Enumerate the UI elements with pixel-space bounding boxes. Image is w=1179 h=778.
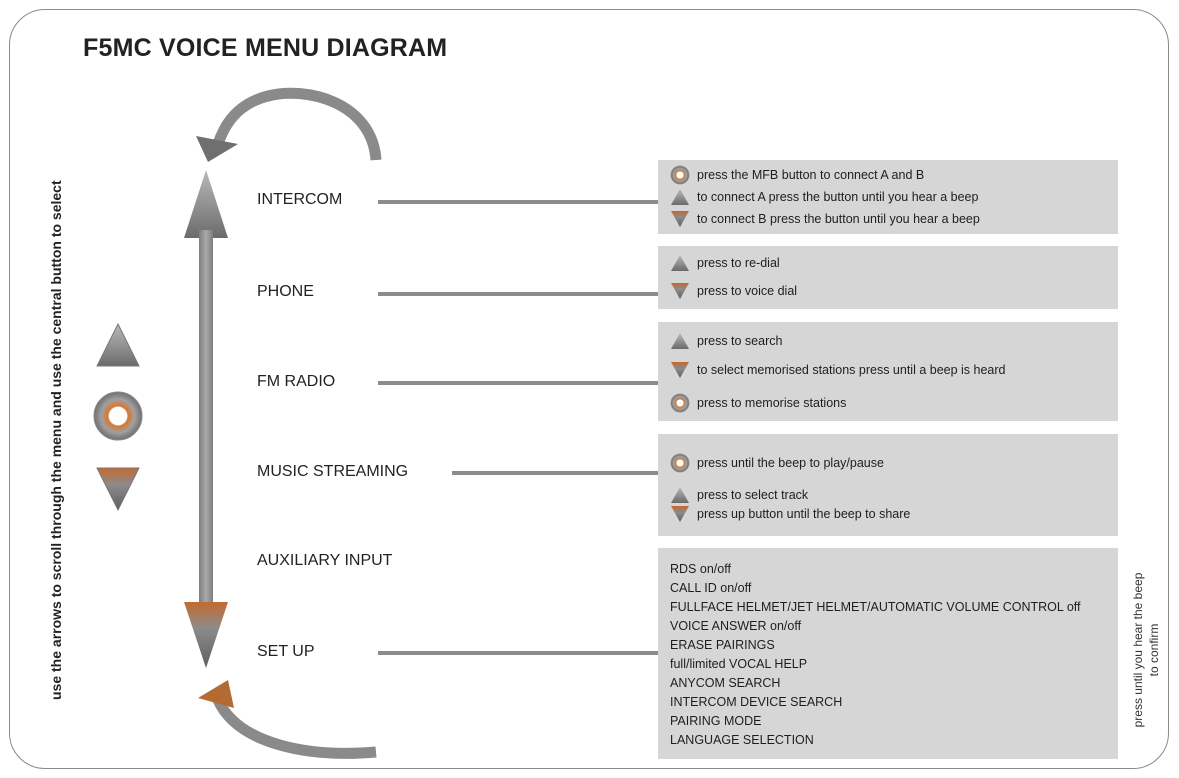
music-row-3-text: press up button until the beep to share (697, 507, 911, 521)
confirm-instruction-line-1: press until you hear the beep (1131, 572, 1145, 728)
intercom-row-2-text: to connect A press the button until you … (697, 190, 979, 204)
up-arrow-icon (670, 485, 692, 505)
fm-row-2-text: to select memorised stations press until… (697, 363, 1006, 377)
fm-row-1: press to search (670, 331, 782, 351)
setup-option: full/limited VOCAL HELP (670, 657, 808, 671)
menu-item-intercom: INTERCOM (257, 191, 343, 208)
setup-option: ERASE PAIRINGS (670, 638, 775, 652)
scroll-select-instruction: use the arrows to scroll through the men… (48, 180, 64, 700)
connector-phone (378, 292, 658, 296)
menu-scroll-arrow (182, 170, 230, 670)
up-arrow-icon (670, 187, 692, 207)
setup-option: INTERCOM DEVICE SEARCH (670, 695, 843, 709)
intercom-row-3-text: to connect B press the button until you … (697, 212, 980, 226)
curved-arrow-bottom-icon (188, 670, 388, 760)
music-streaming-instructions-box: press until the beep to play/pause press… (658, 434, 1118, 536)
down-arrow-icon (670, 504, 692, 524)
setup-option: VOICE ANSWER on/off (670, 619, 802, 633)
intercom-row-3: to connect B press the button until you … (670, 209, 980, 229)
circle-button-icon (670, 165, 692, 185)
music-row-2-text: press to select track (697, 488, 809, 502)
fm-row-3: press to memorise stations (670, 393, 846, 413)
fm-radio-instructions-box: press to search to select memorised stat… (658, 322, 1118, 421)
setup-option: FULLFACE HELMET/JET HELMET/AUTOMATIC VOL… (670, 600, 1081, 614)
up-arrow-icon (670, 253, 692, 273)
music-row-1-text: press until the beep to play/pause (697, 456, 884, 470)
confirm-instruction-line-2: to confirm (1147, 623, 1161, 677)
menu-item-auxiliary-input: AUXILIARY INPUT (257, 552, 393, 569)
legend-down-arrow-icon (95, 466, 141, 512)
down-arrow-icon (670, 281, 692, 301)
connector-set-up (378, 651, 658, 655)
intercom-instructions-box: press the MFB button to connect A and B … (658, 160, 1118, 234)
music-row-3: press up button until the beep to share (670, 504, 910, 524)
circle-button-icon (670, 453, 692, 473)
diagram-frame (9, 9, 1169, 769)
legend-circle-button-icon (92, 390, 144, 442)
setup-option: CALL ID on/off (670, 581, 752, 595)
setup-option: ANYCOM SEARCH (670, 676, 781, 690)
setup-options-box: RDS on/off CALL ID on/off FULLFACE HELME… (658, 548, 1118, 759)
setup-option: LANGUAGE SELECTION (670, 733, 814, 747)
setup-option: PAIRING MODE (670, 714, 762, 728)
down-arrow-icon (670, 360, 692, 380)
music-row-1: press until the beep to play/pause (670, 453, 884, 473)
fm-row-2: to select memorised stations press until… (670, 360, 1006, 380)
fm-row-3-text: press to memorise stations (697, 396, 847, 410)
circle-button-icon (670, 393, 692, 413)
phone-row-1: press to re-dial (670, 253, 780, 273)
intercom-row-1: press the MFB button to connect A and B (670, 165, 924, 185)
menu-item-fm-radio: FM RADIO (257, 373, 336, 390)
intercom-row-1-text: press the MFB button to connect A and B (697, 168, 925, 182)
menu-item-phone: PHONE (257, 283, 314, 300)
phone-instructions-box: press to re-dial press to voice dial (658, 246, 1118, 309)
menu-item-music-streaming: MUSIC STREAMING (257, 463, 409, 480)
confirm-instruction: press until you hear the beep to confirm (1130, 555, 1162, 745)
connector-fm-radio (378, 381, 658, 385)
intercom-row-2: to connect A press the button until you … (670, 187, 978, 207)
music-row-2: press to select track (670, 485, 808, 505)
phone-row-2-text: press to voice dial (697, 284, 798, 298)
diagram-title: F5MC VOICE MENU DIAGRAM (83, 34, 448, 62)
curved-arrow-top-icon (188, 86, 388, 164)
phone-row-2: press to voice dial (670, 281, 797, 301)
legend-up-arrow-icon (95, 322, 141, 368)
connector-intercom (378, 200, 658, 204)
setup-option: RDS on/off (670, 562, 731, 576)
fm-row-1-text: press to search (697, 334, 783, 348)
phone-row-1-text: press to re-dial (697, 256, 780, 270)
down-arrow-icon (670, 209, 692, 229)
connector-music-streaming (452, 471, 658, 475)
menu-item-set-up: SET UP (257, 643, 315, 660)
up-arrow-icon (670, 331, 692, 351)
